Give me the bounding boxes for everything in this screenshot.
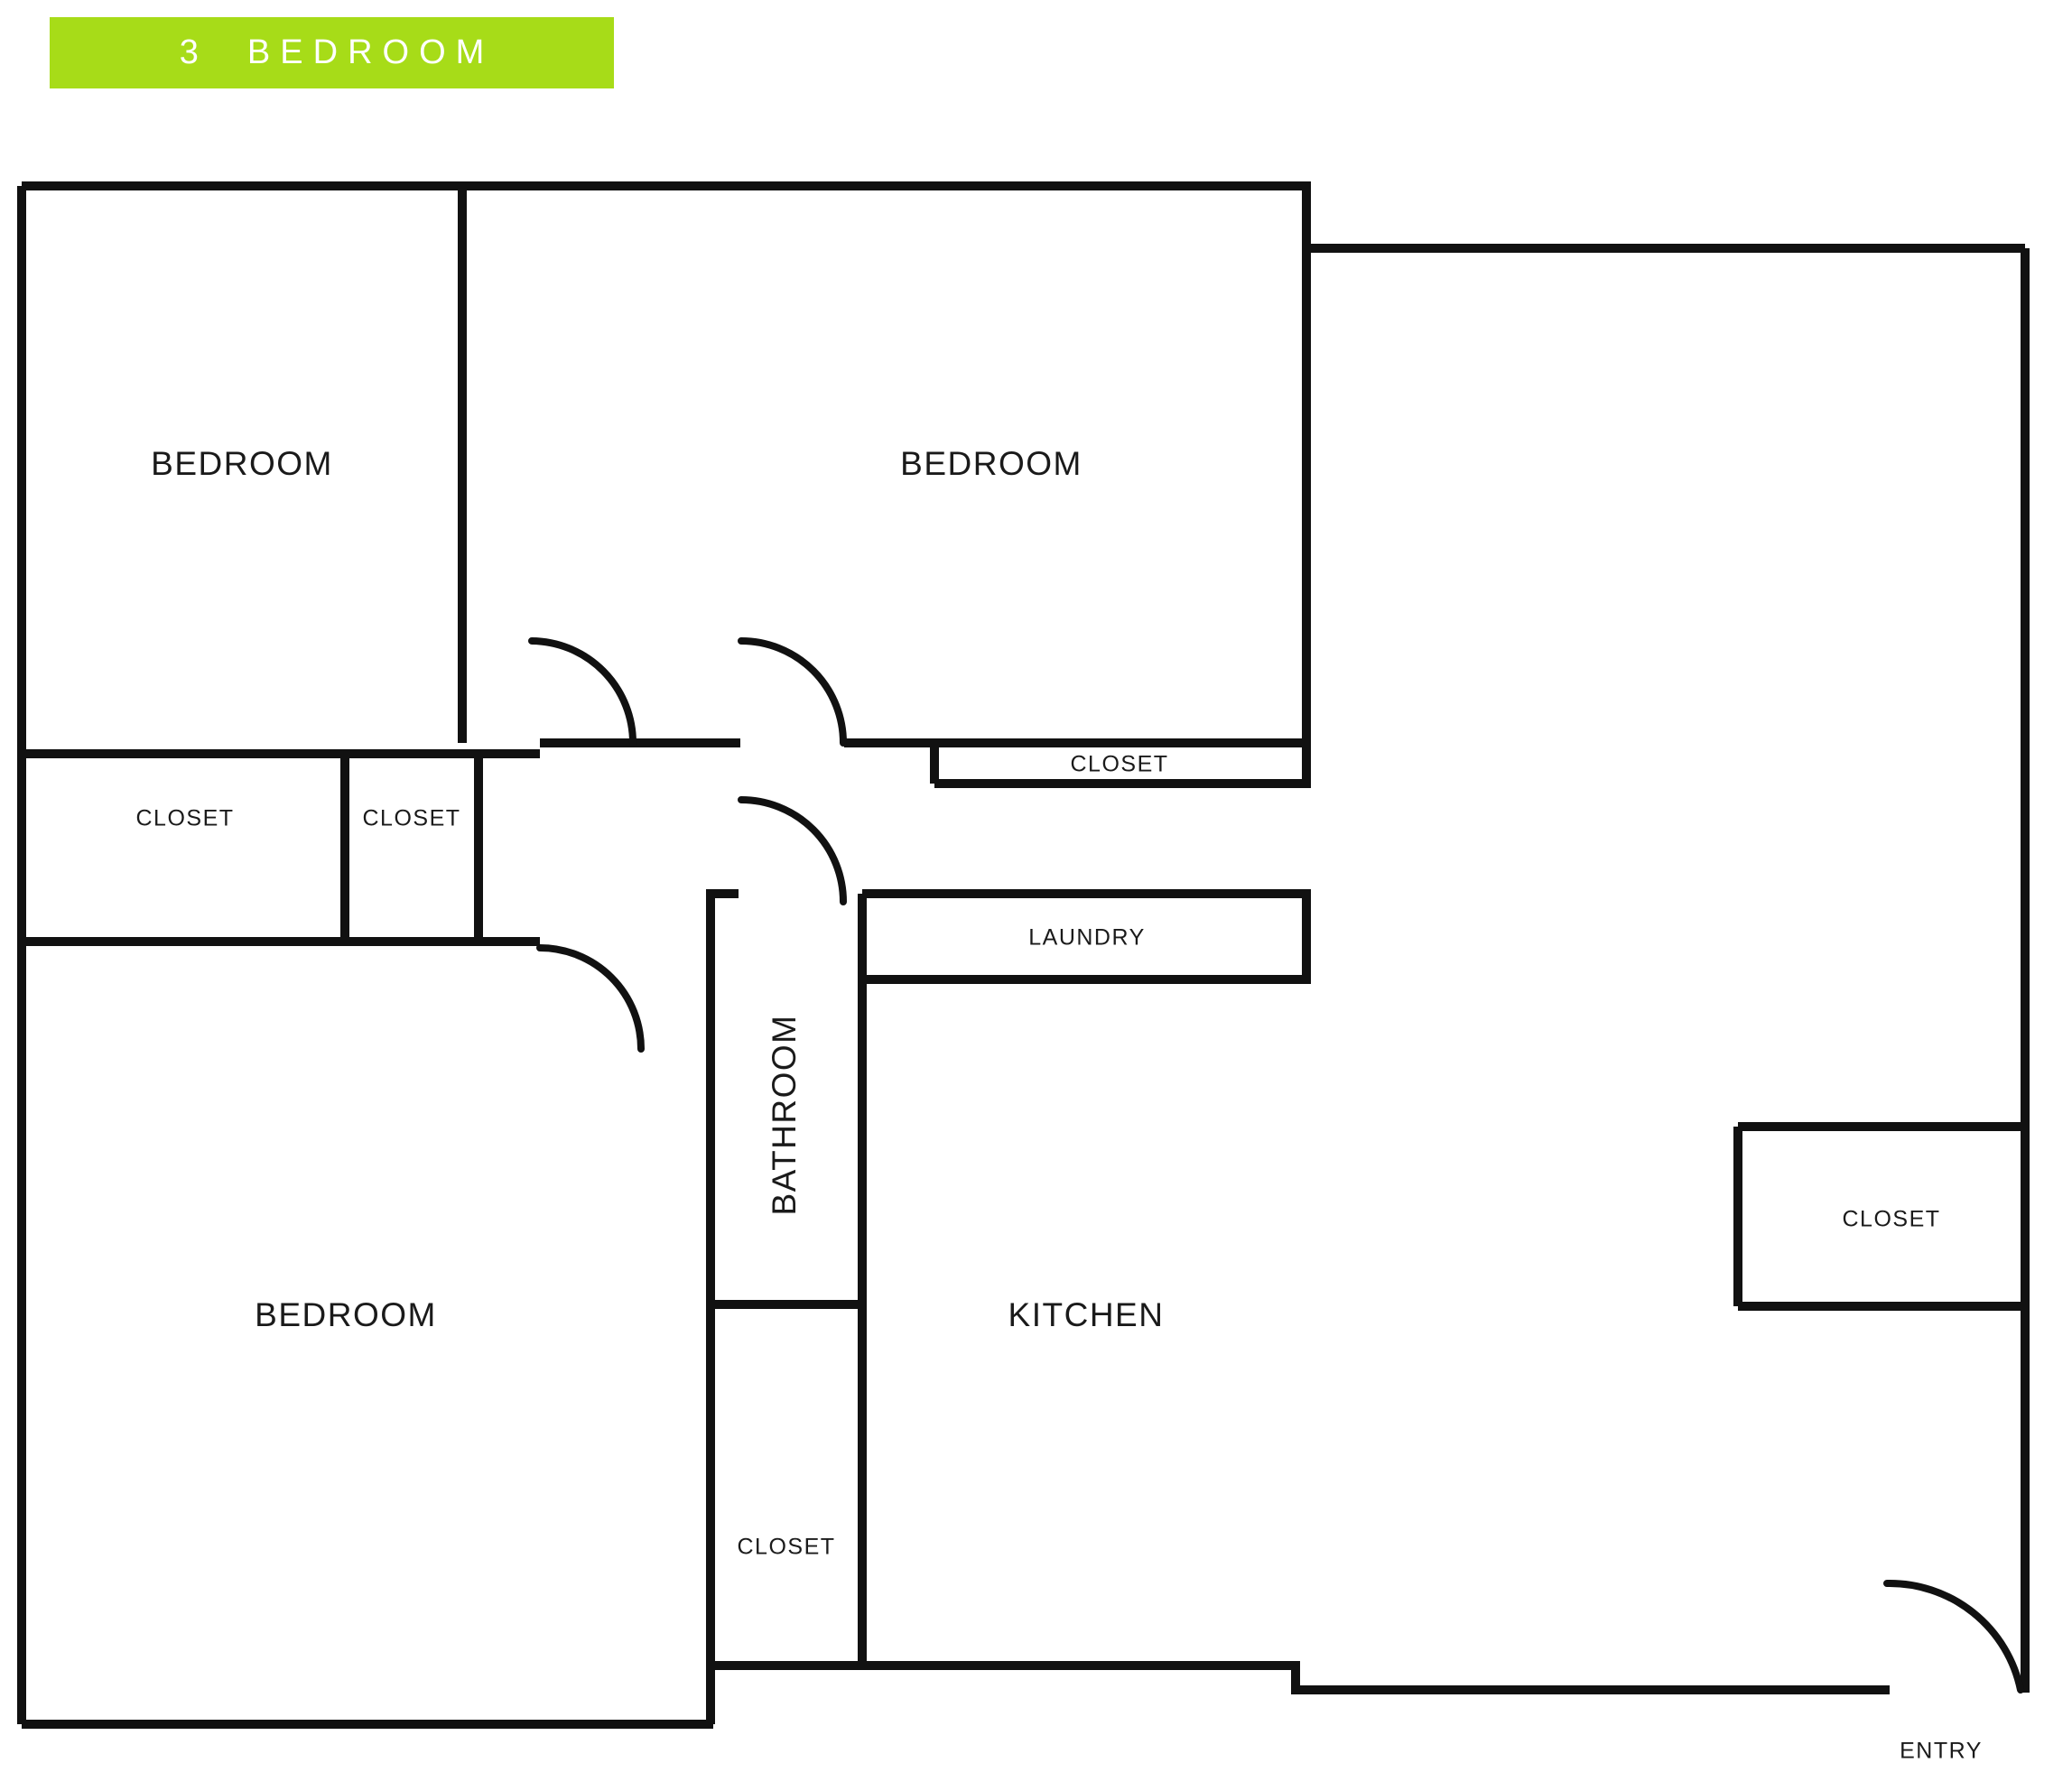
label-bedroom-bottom-left: BEDROOM <box>255 1296 437 1333</box>
label-bedroom-top-right: BEDROOM <box>900 445 1082 482</box>
wall-group-bedroom2-closet <box>930 248 1311 788</box>
plan-type-label: 3 BEDROOM <box>179 33 495 71</box>
label-closet-entry-right: CLOSET <box>1842 1207 1940 1232</box>
plan-type-banner: 3 BEDROOM <box>50 17 614 88</box>
label-bathroom: BATHROOM <box>766 1014 803 1215</box>
label-closet-bedroom2: CLOSET <box>1070 752 1168 777</box>
door-arc-bedroom2 <box>738 637 847 747</box>
label-kitchen: KITCHEN <box>1008 1296 1165 1333</box>
wall-group-bedroom1-closets <box>22 749 540 946</box>
door-arc-entry <box>1883 1579 2024 1694</box>
door-arc-bathroom <box>738 796 847 905</box>
label-laundry: LAUNDRY <box>1028 925 1146 951</box>
wall-group-laundry <box>862 889 1311 984</box>
label-entry: ENTRY <box>1900 1739 1983 1764</box>
label-group: BEDROOM BEDROOM BEDROOM CLOSET CLOSET CL… <box>135 445 1983 1764</box>
label-closet-hall-bottom: CLOSET <box>737 1535 835 1560</box>
door-group <box>528 637 2024 1694</box>
door-arc-bedroom3 <box>536 944 645 1053</box>
label-closet-bedroom1-right: CLOSET <box>362 806 460 831</box>
wall-group-bathroom <box>706 889 1300 1724</box>
label-bedroom-top-left: BEDROOM <box>151 445 333 482</box>
wall-group-outer <box>17 181 2030 1729</box>
wall-group-right-closet <box>1733 1122 2030 1311</box>
door-arc-bedroom1 <box>528 637 636 747</box>
label-closet-bedroom1-left: CLOSET <box>135 806 234 831</box>
